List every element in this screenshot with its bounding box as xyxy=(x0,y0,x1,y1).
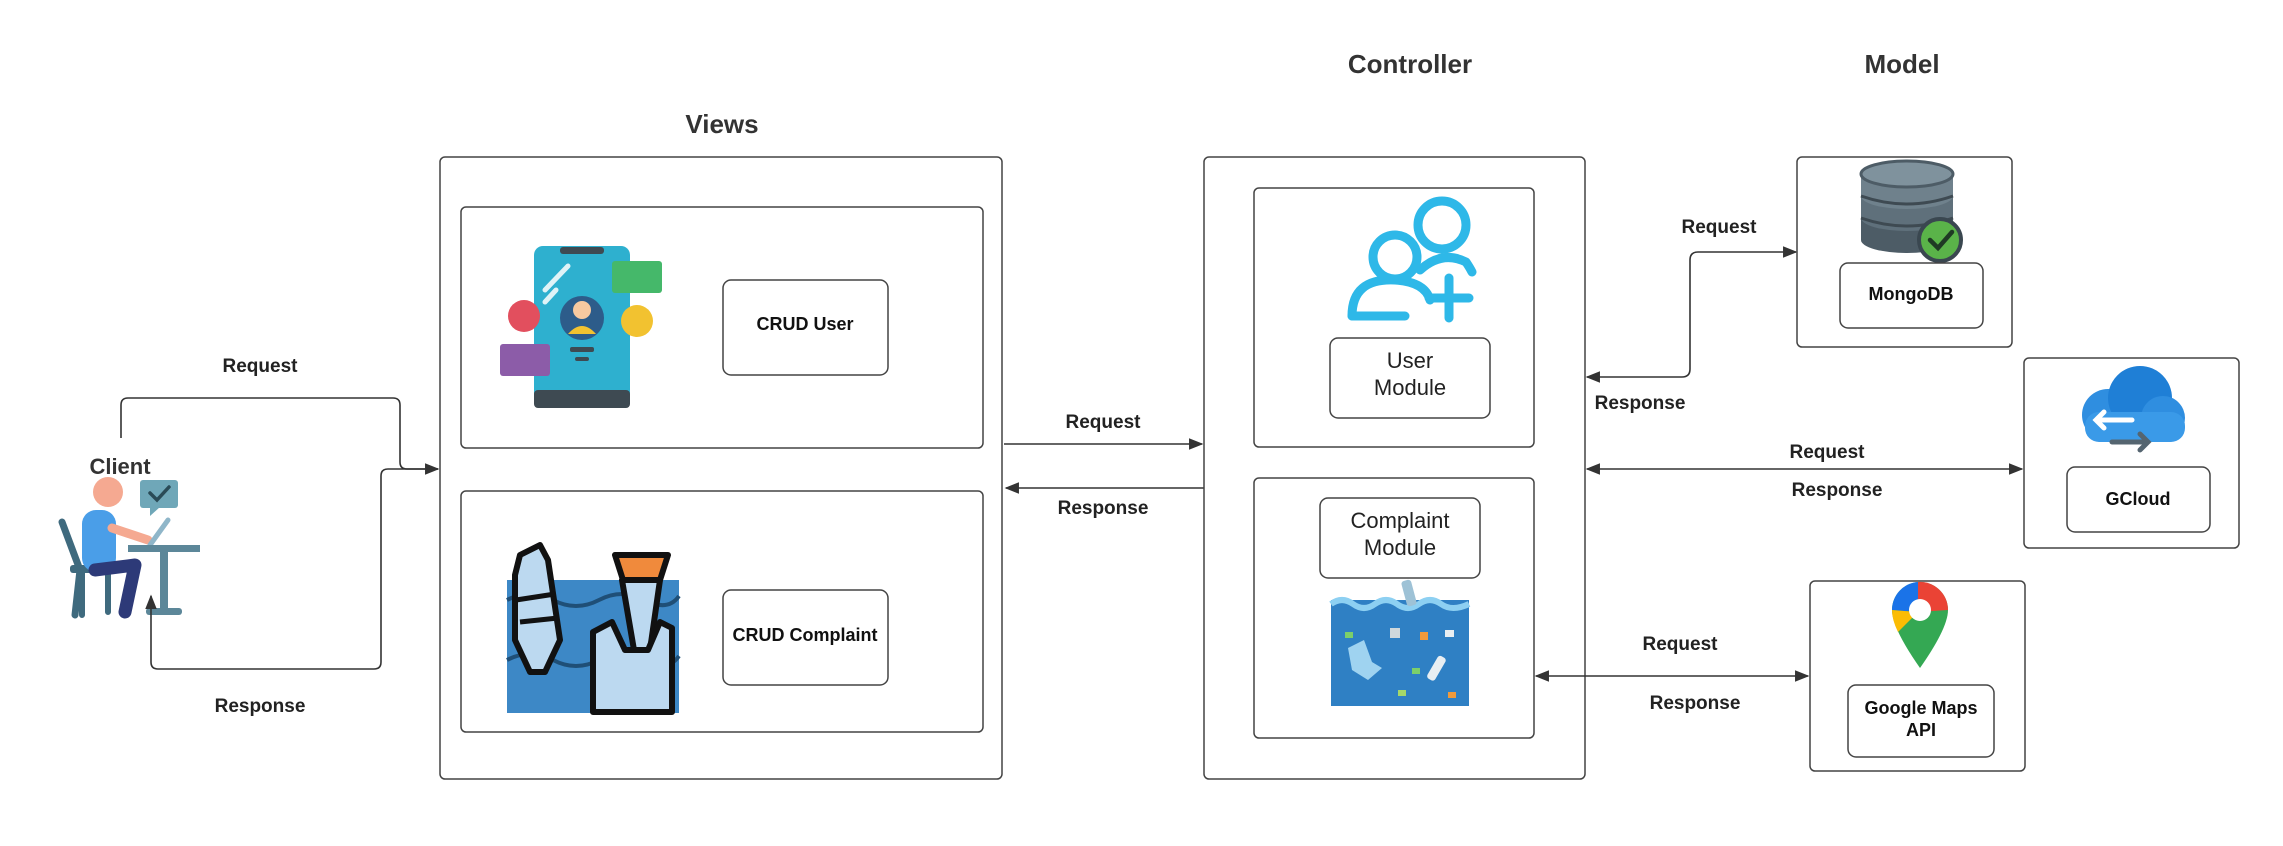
gcloud-button[interactable] xyxy=(2066,466,2211,533)
phone-user-icon xyxy=(500,246,662,408)
add-user-icon xyxy=(1347,196,1477,323)
client-request-connector xyxy=(120,397,440,475)
mongodb-label: MongoDB xyxy=(1869,284,1954,304)
maps-response-label: Response xyxy=(1650,693,1741,714)
user-module-line1: User xyxy=(1387,348,1433,373)
user-module-line2: Module xyxy=(1374,375,1446,400)
maps-button[interactable] xyxy=(1847,684,1995,758)
database-check-icon xyxy=(1859,159,1963,263)
mongo-connector xyxy=(1585,246,1798,383)
client-request-label: Request xyxy=(223,356,299,377)
plastic-waste-icon xyxy=(506,542,681,715)
ocean-pollution-icon xyxy=(1329,579,1471,706)
mongo-request-label: Request xyxy=(1682,217,1758,238)
map-pin-icon xyxy=(1892,581,1949,668)
chat-check-icon xyxy=(140,480,178,516)
maps-request-label: Request xyxy=(1643,634,1719,655)
controller-title: Controller xyxy=(1348,49,1472,79)
views-request-label: Request xyxy=(1066,412,1142,433)
crud-complaint-label: CRUD Complaint xyxy=(733,625,878,645)
client-response-label: Response xyxy=(215,696,306,717)
views-response-label: Response xyxy=(1058,498,1149,519)
gcloud-response-label: Response xyxy=(1792,480,1883,501)
complaint-module-line1: Complaint xyxy=(1350,508,1449,533)
gcloud-label: GCloud xyxy=(2106,489,2171,509)
client-label: Client xyxy=(89,454,151,479)
mongodb-button[interactable] xyxy=(1839,262,1984,329)
crud-user-button[interactable] xyxy=(722,279,889,376)
client-response-connector xyxy=(145,468,438,670)
complaint-module-line2: Module xyxy=(1364,535,1436,560)
person-at-desk-icon xyxy=(58,477,200,619)
complaint-module-button[interactable] xyxy=(1319,497,1481,579)
crud-complaint-button[interactable] xyxy=(722,589,889,686)
maps-label-line1: Google Maps xyxy=(1864,698,1977,718)
client-node: Client xyxy=(58,454,200,619)
mongo-response-label: Response xyxy=(1595,393,1686,414)
gcloud-request-label: Request xyxy=(1790,442,1866,463)
user-module-button[interactable] xyxy=(1329,337,1491,419)
maps-label-line2: API xyxy=(1906,720,1936,740)
model-title: Model xyxy=(1864,49,1939,79)
crud-user-label: CRUD User xyxy=(756,314,853,334)
views-title: Views xyxy=(685,109,758,139)
cloud-sync-icon xyxy=(2082,366,2185,453)
